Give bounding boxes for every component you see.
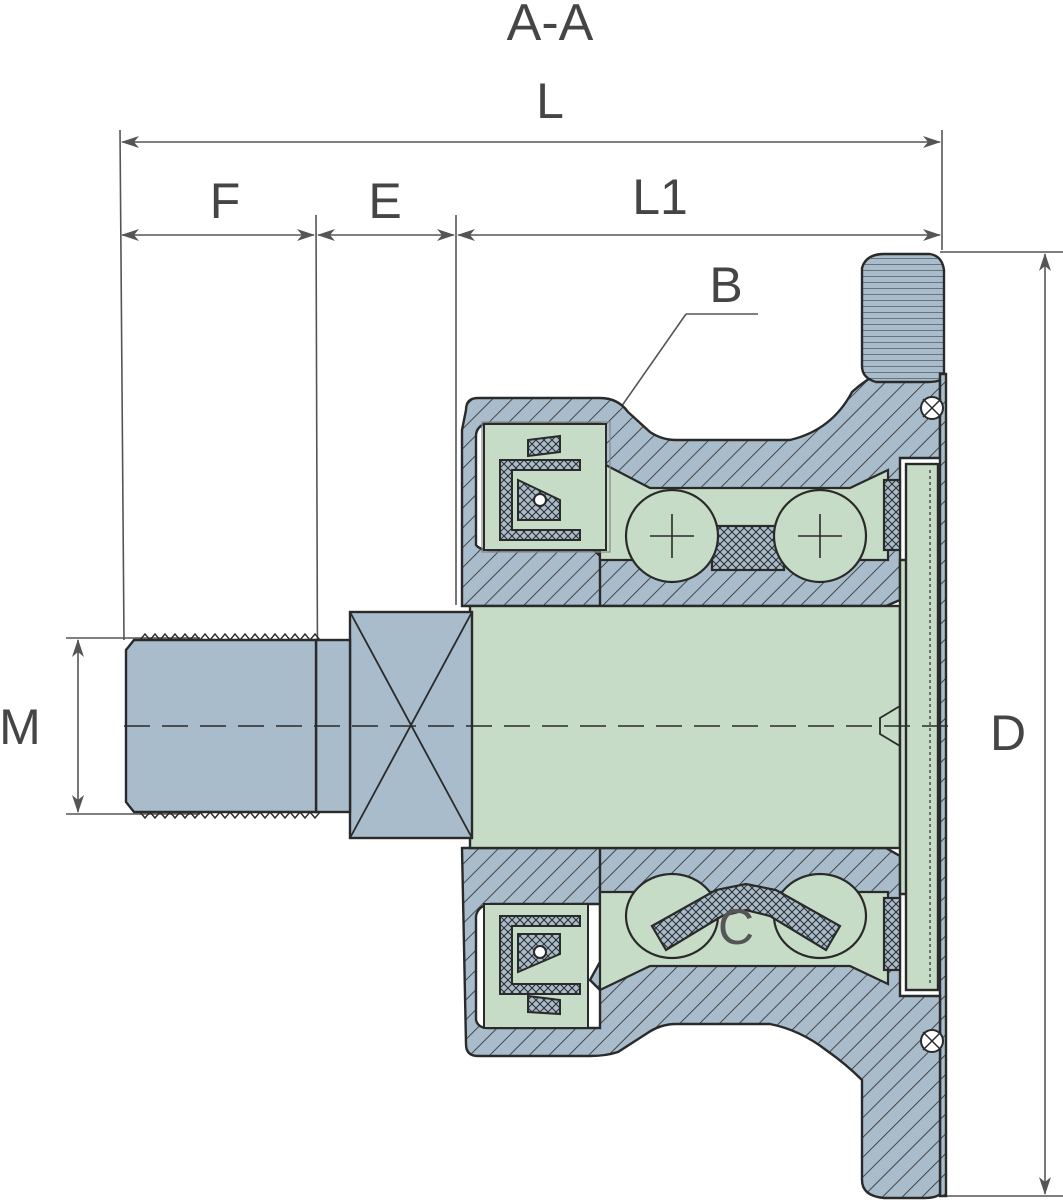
section-title: A-A — [507, 0, 594, 52]
end-cover — [904, 462, 940, 992]
dim-label-l1: L1 — [632, 169, 688, 225]
dim-label-m: M — [0, 699, 41, 755]
dim-label-d: D — [990, 705, 1026, 761]
seal-lip-upper — [499, 459, 581, 541]
thread-teeth — [139, 632, 321, 820]
seal-spring-upper — [533, 493, 547, 507]
flange-top — [860, 252, 946, 384]
flange-bolts — [920, 396, 944, 1053]
callout-label-c: C — [718, 899, 754, 955]
shaft-body — [468, 604, 902, 850]
dim-label-l: L — [536, 73, 564, 129]
dimension-lines — [66, 129, 1063, 1197]
bearings-upper — [598, 460, 902, 584]
extension-line-left — [119, 129, 125, 641]
seal-outline-upper — [481, 421, 611, 553]
center-drill — [879, 705, 901, 747]
shaft — [124, 462, 940, 992]
spacer-lower — [882, 896, 902, 972]
dim-label-e: E — [368, 173, 401, 229]
flange-face — [938, 372, 948, 1198]
callout-label-b: B — [709, 257, 742, 313]
seal-lip-lower — [499, 915, 581, 995]
cage-lower — [650, 882, 842, 952]
seal-spring-lower — [533, 945, 547, 959]
bearings-lower — [598, 872, 902, 992]
spacer-upper — [882, 478, 902, 552]
dim-label-f: F — [210, 173, 241, 229]
leader-line-b — [611, 313, 687, 421]
seal-lower — [483, 903, 589, 1029]
seal-upper — [481, 421, 611, 553]
thread-tooth-profile — [139, 632, 321, 820]
